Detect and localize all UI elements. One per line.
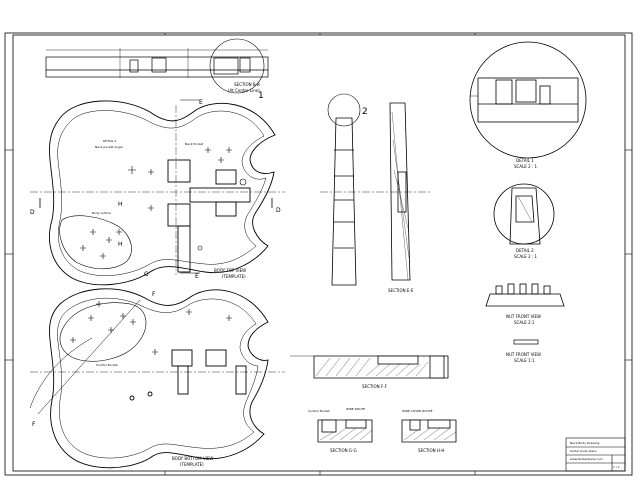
detail-2-title: DETAIL 2: [516, 248, 534, 253]
nut-front-view-small: [513, 339, 539, 345]
section-e-e: [389, 102, 411, 281]
note-control-pocket-g: Control Pocket: [308, 409, 330, 413]
detail-1-title: DETAIL 1: [516, 158, 534, 163]
section-g-g-title: SECTION G-G: [330, 448, 357, 453]
title-block-line2: Guitar body plans: [570, 449, 597, 453]
callout-1: 1: [258, 91, 264, 101]
nut-front-scale: SCALE 2:1: [514, 320, 535, 325]
detail-2-scale: SCALE 2 : 1: [514, 254, 538, 259]
cut-mark-g-top: G: [144, 271, 149, 278]
note-neck-pocket: Neck Pocket: [185, 142, 204, 146]
note-neck-angle: Neck pocket angle: [95, 145, 123, 149]
note-wire-cover-route: WIRE COVER ROUTE: [402, 409, 433, 413]
note-body-outline: Body outline: [92, 211, 111, 215]
section-f-f: [290, 355, 449, 379]
title-block-sheet: 1 / 1: [613, 465, 620, 469]
body-top-view: [30, 99, 285, 286]
section-b-b-subtitle: (At Center Line): [228, 88, 260, 93]
side-profile-view: [320, 93, 430, 286]
cut-mark-f-top: F: [152, 291, 156, 298]
border-ticks: [5, 33, 632, 475]
body-top-title: BODY TOP VIEW: [214, 268, 246, 273]
note-wire-route: WIRE ROUTE: [346, 407, 365, 411]
detail-2: [493, 183, 555, 245]
callout-2: 2: [362, 107, 368, 117]
body-bottom-subtitle: (TEMPLATE): [180, 462, 204, 467]
section-h-h: [401, 419, 457, 443]
cut-mark-e-top: E: [199, 99, 203, 106]
detail-1-scale: SCALE 2 : 1: [514, 164, 538, 169]
title-block-line3: www.Guitarplans.com: [570, 457, 603, 461]
cut-mark-h-top: H: [118, 201, 123, 208]
title-block: [565, 437, 626, 472]
body-bottom-title: BODY BOTTOM VIEW: [172, 456, 213, 461]
inner-border: [12, 34, 626, 472]
body-top-holes: [80, 147, 247, 259]
title-block-line1: Neck Body Drawing: [570, 441, 600, 445]
nut-front-view: [485, 283, 565, 307]
cut-mark-d-right: D: [276, 207, 281, 214]
cut-mark-e-bottom: E: [195, 273, 199, 280]
cut-mark-f-bottom: F: [32, 421, 36, 428]
body-top-subtitle: (TEMPLATE): [222, 274, 246, 279]
section-g-g: [317, 419, 373, 443]
nut-front-title: NUT FRONT VIEW: [506, 314, 541, 319]
section-f-f-title: SECTION F-F: [362, 384, 388, 389]
body-bottom-holes: [70, 301, 232, 355]
nut-front-view2-title: NUT FRONT VIEW: [506, 352, 541, 357]
detail-1: [469, 41, 587, 159]
section-e-e-title: SECTION E-E: [388, 288, 414, 293]
section-b-b-view: [45, 38, 269, 94]
section-h-h-title: SECTION H-H: [418, 448, 444, 453]
nut-front-view2-scale: SCALE 1:1: [514, 358, 535, 363]
note-control-pocket: Control Pocket: [96, 363, 118, 367]
cut-mark-d-left: D: [30, 209, 35, 216]
cut-mark-h-bottom: H: [118, 241, 123, 248]
section-b-b-title: SECTION B-B: [234, 82, 260, 87]
body-bottom-view: [29, 288, 285, 469]
note-detail: DETAIL 2: [103, 139, 116, 143]
